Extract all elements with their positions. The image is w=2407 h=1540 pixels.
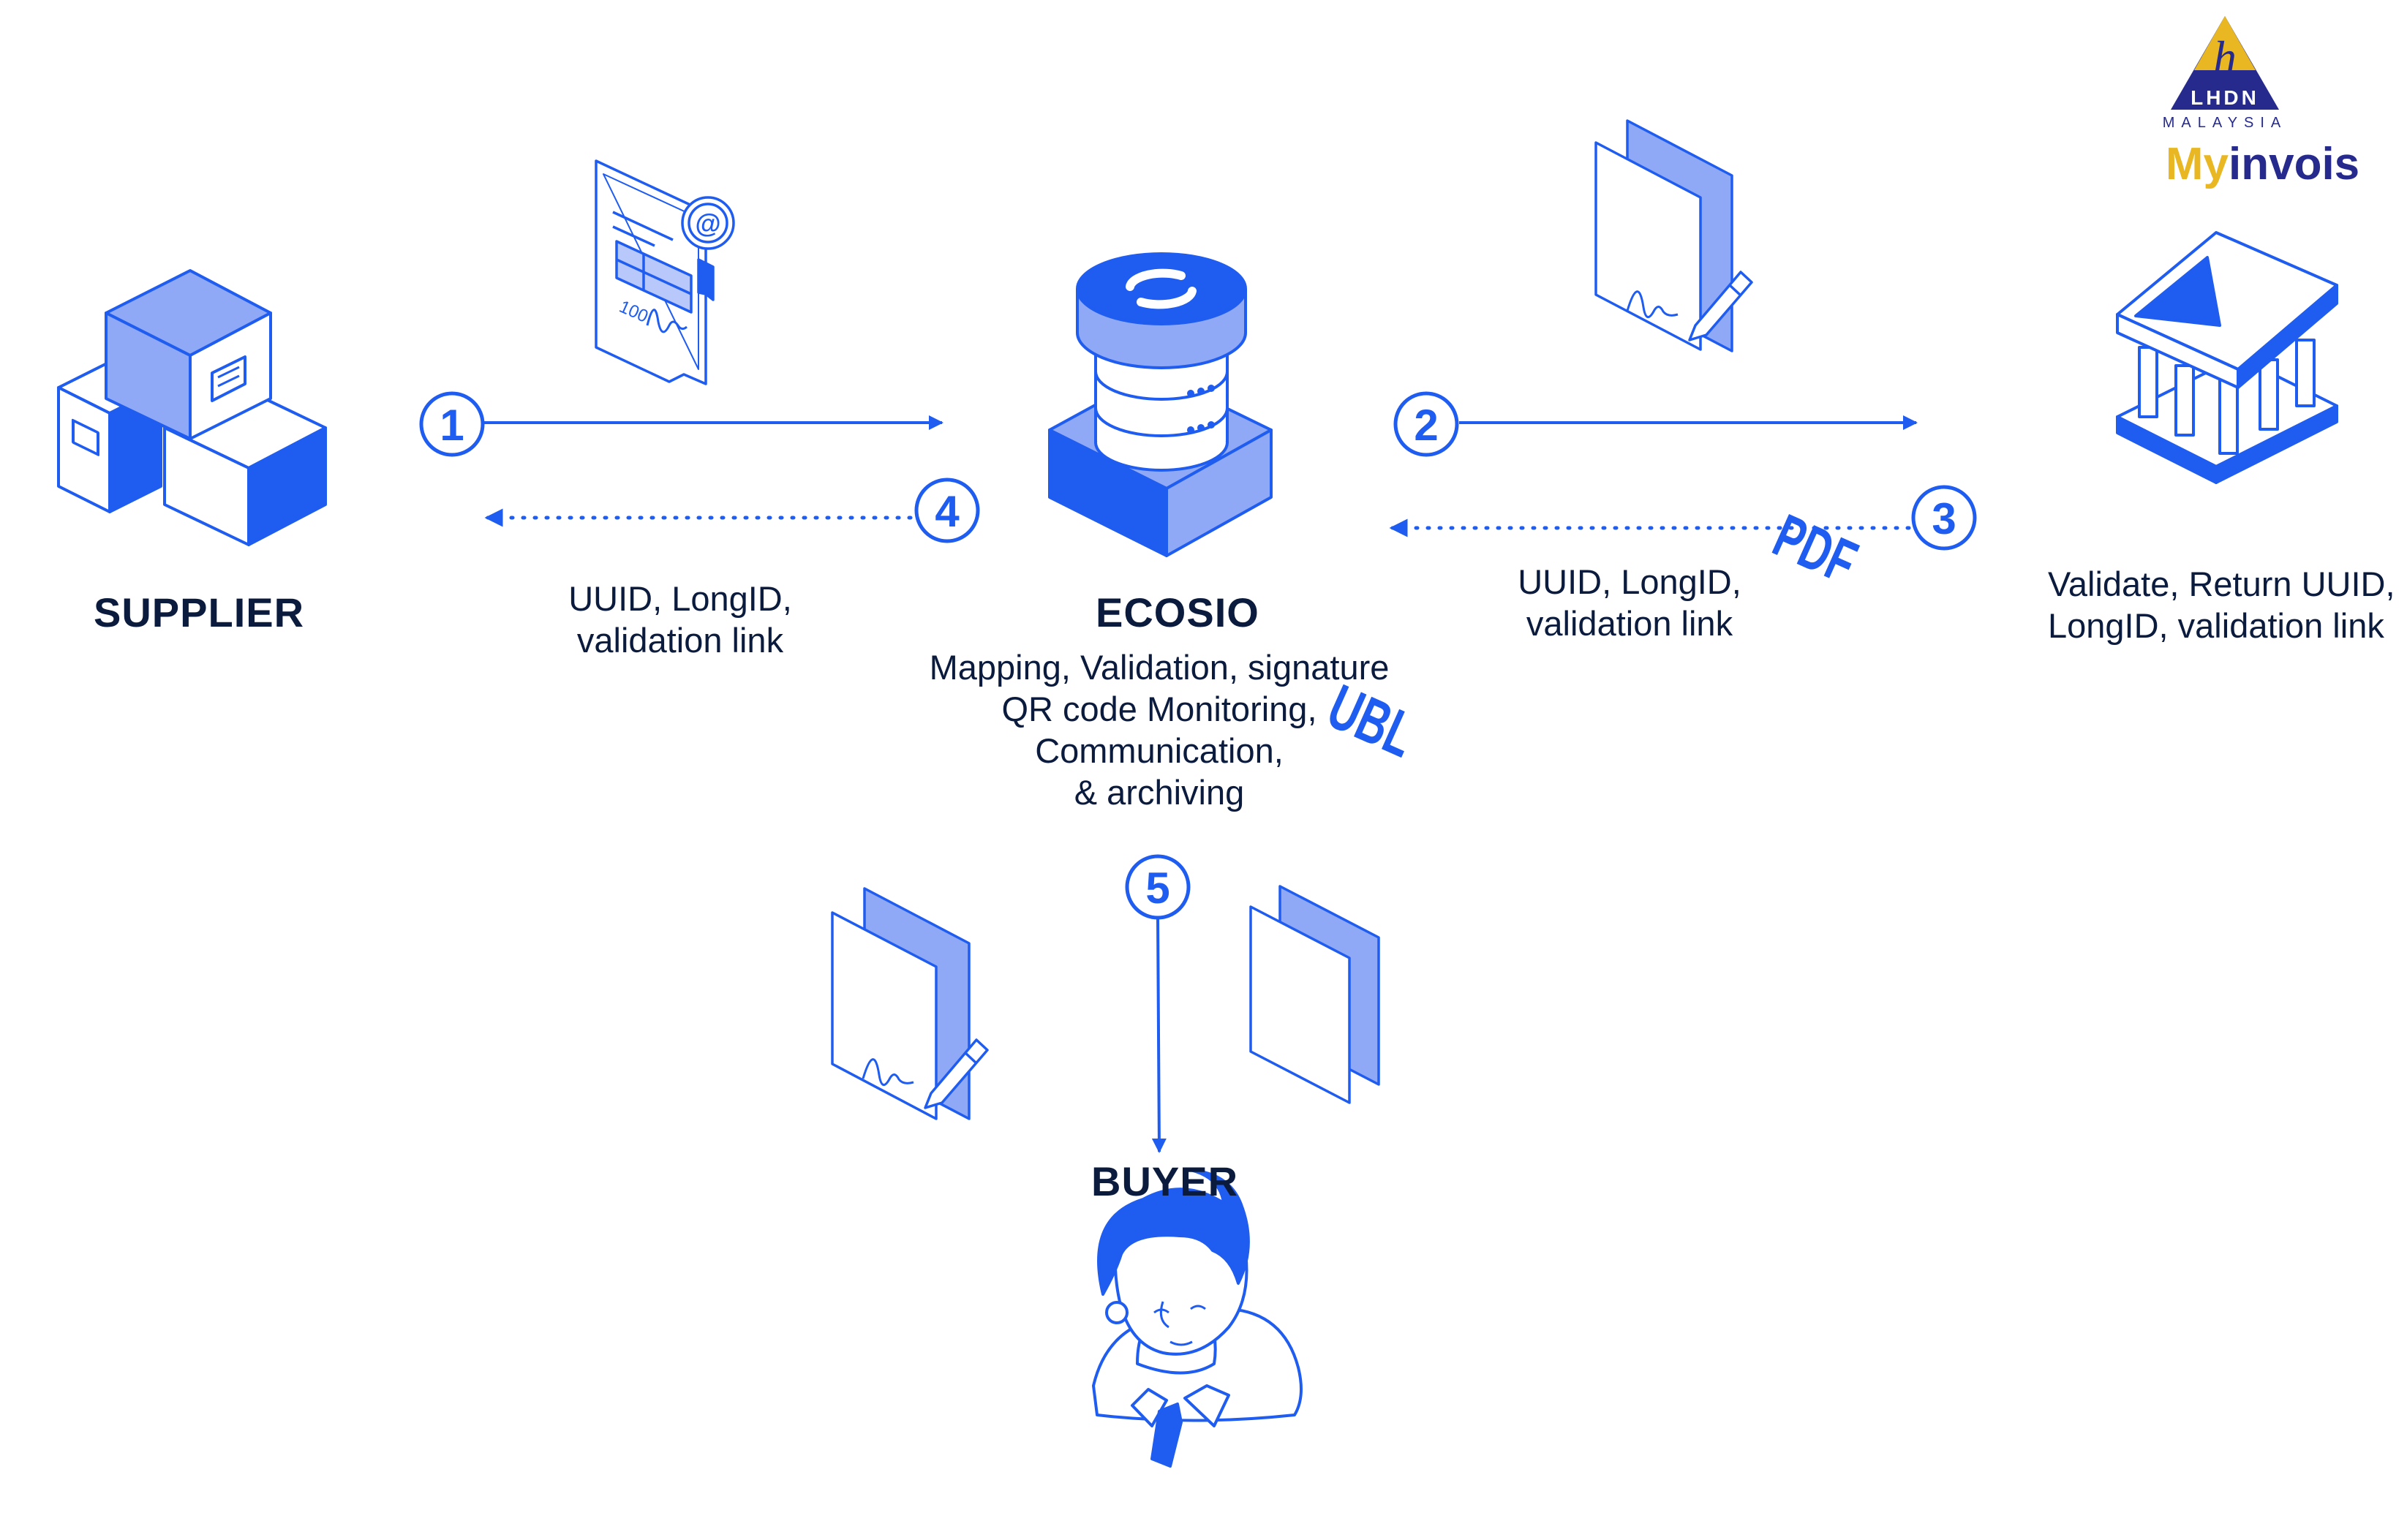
step4-number: 4: [935, 487, 960, 536]
connector-lines: [484, 415, 1918, 1153]
step3-flow-label: UUID, LongID, validation link: [1505, 561, 1754, 644]
logo-brand-invois: invois: [2229, 139, 2359, 189]
buyer-label: BUYER: [1091, 1158, 1239, 1204]
step5-badge: [1125, 854, 1191, 920]
step1-number: 1: [440, 401, 464, 450]
step3-label-line-1: UUID, LongID,: [1518, 562, 1741, 601]
step3-number: 3: [1932, 494, 1956, 543]
step4-badge: [914, 478, 980, 543]
logo-brand-my: My: [2166, 139, 2229, 189]
ecosio-desc-line-1: Mapping, Validation, signature: [929, 648, 1390, 687]
step1-badge: [419, 391, 485, 457]
step4-label-line-2: validation link: [576, 621, 784, 660]
step5-arrow: [1151, 917, 1167, 1153]
logo-emblem-text: LHDN: [2191, 86, 2259, 109]
supplier-label: SUPPLIER: [94, 589, 305, 635]
tax-desc-line-1: Validate, Return UUID,: [2048, 565, 2395, 603]
ecosio-desc-line-4: & archiving: [1074, 773, 1245, 812]
step4-label-line-1: UUID, LongID,: [568, 579, 792, 618]
step4-flow-label: UUID, LongID, validation link: [556, 578, 805, 661]
step-badges: [419, 391, 1977, 920]
tax-authority-description: Validate, Return UUID, LongID, validatio…: [2048, 563, 2407, 646]
government-building-icon: [2116, 231, 2338, 484]
ecosio-label: ECOSIO: [1096, 589, 1259, 635]
boxes-icon: [57, 269, 327, 546]
ecosio-description: Mapping, Validation, signature QR code M…: [903, 646, 1415, 813]
invoice-document-icon: @ 100: [595, 159, 735, 385]
tax-desc-line-2: LongID, validation link: [2048, 606, 2384, 645]
logo-country: MALAYSIA: [2163, 115, 2288, 131]
step3-badge: [1911, 485, 1977, 551]
person-icon: [1092, 1169, 1303, 1468]
pdf-label: PDF: [1764, 501, 1867, 597]
emblem-letter: h: [2213, 31, 2237, 83]
database-server-icon: [1048, 252, 1273, 557]
ecosio-desc-line-2: QR code Monitoring,: [1001, 690, 1317, 728]
at-symbol-label: @: [695, 208, 720, 238]
step3-label-line-2: validation link: [1526, 604, 1733, 643]
ubl-document-icon: UBL: [1594, 119, 1753, 352]
lhdn-logo-icon: h LHDN MALAYSIA My invois: [2163, 16, 2359, 189]
step5-number: 5: [1145, 864, 1169, 913]
step2-number: 2: [1414, 401, 1438, 450]
ecosio-desc-line-3: Communication,: [1035, 731, 1284, 770]
step2-badge: [1393, 391, 1459, 457]
